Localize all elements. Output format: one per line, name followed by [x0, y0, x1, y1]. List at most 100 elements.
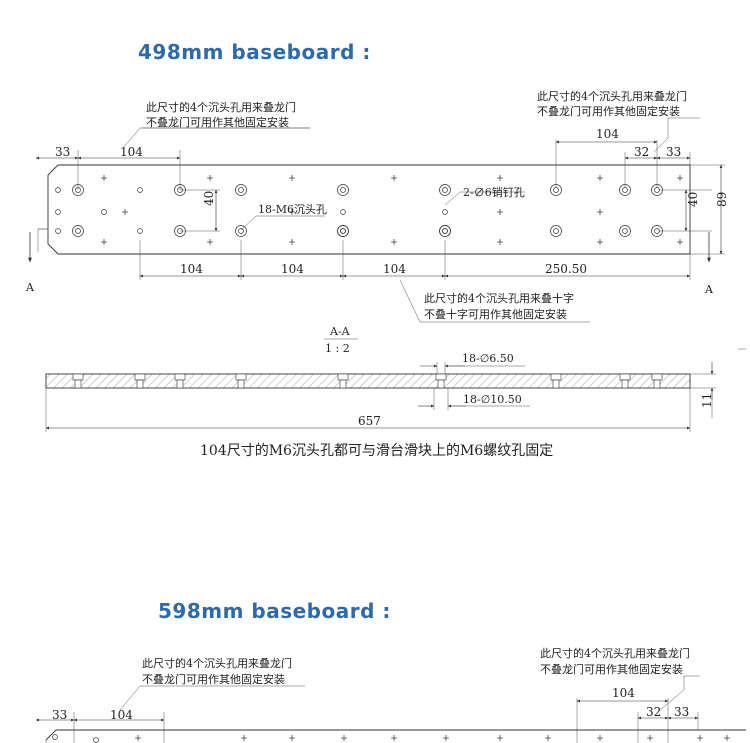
dim-104-bottom-2: 104 — [281, 262, 304, 276]
small-hole — [137, 228, 143, 234]
section-counterbore — [651, 373, 663, 381]
plan-view-498: 33 104 40 104 104 104 250.50 104 32 — [25, 89, 729, 323]
dim-104-top-right: 104 — [596, 127, 619, 141]
note-m6-holes: 18-M6沉头孔 — [258, 203, 327, 216]
small-hole — [55, 209, 61, 215]
counterbore-hole — [235, 225, 247, 237]
counterbore-hole-inner — [654, 187, 660, 193]
cross-mark — [443, 735, 449, 741]
counterbore-hole-inner — [553, 187, 559, 193]
cross-mark — [207, 239, 213, 245]
section-holes — [72, 373, 663, 389]
section-plate — [45, 373, 691, 389]
counterbore-hole-inner — [622, 187, 628, 193]
hole-large-label: 18-∅10.50 — [463, 393, 522, 406]
cross-marks-2 — [52, 734, 730, 743]
section-marker-right: A — [704, 283, 714, 296]
dim-104-bottom-3: 104 — [383, 262, 406, 276]
plate2-outline — [45, 729, 746, 741]
counterbore-hole-inner — [238, 228, 244, 234]
counterbore-hole-inner — [75, 228, 81, 234]
dim2-33-left: 33 — [52, 708, 67, 722]
section-name: A-A — [329, 325, 351, 338]
cross-mark — [207, 175, 213, 181]
counterbore-hole — [337, 225, 349, 237]
section-counterbore — [337, 373, 349, 381]
cross-mark — [289, 209, 295, 215]
cross-mark — [289, 175, 295, 181]
section-through-hole — [176, 379, 184, 389]
note-right-line2: 不叠龙门可用作其他固定安装 — [537, 104, 680, 118]
small-hole — [442, 209, 448, 215]
section-through-hole — [237, 379, 245, 389]
cross-mark — [391, 735, 397, 741]
cross-mark — [545, 735, 551, 741]
counterbore-hole-inner — [622, 228, 628, 234]
caption: 104尺寸的M6沉头孔都可与滑台滑块上的M6螺纹孔固定 — [200, 442, 553, 459]
counterbore-hole-inner — [238, 187, 244, 193]
note2-left-line1: 此尺寸的4个沉头孔用来叠龙门 — [142, 656, 292, 670]
small-hole — [52, 734, 58, 740]
counterbore-hole — [439, 225, 451, 237]
dim-33-left: 33 — [55, 145, 70, 159]
counterbore-hole — [235, 184, 247, 196]
counterbore-hole-inner — [442, 228, 448, 234]
cross-mark — [497, 209, 503, 215]
section-counterbore — [550, 373, 562, 381]
section-counterbore — [72, 373, 84, 381]
dim-40-right: 40 — [686, 192, 700, 207]
cross-mark — [497, 735, 503, 741]
section-through-hole — [552, 379, 560, 389]
section-through-hole — [136, 379, 144, 389]
dim-104-top-left: 104 — [120, 145, 143, 159]
small-hole — [93, 737, 99, 743]
note2-right-line2: 不叠龙门可用作其他固定安装 — [540, 662, 683, 676]
dim-250-50: 250.50 — [545, 262, 587, 276]
cross-mark — [597, 175, 603, 181]
counterbore-hole — [439, 184, 451, 196]
section-marker-left: A — [25, 281, 35, 294]
cross-mark — [597, 209, 603, 215]
small-hole — [137, 187, 143, 193]
dim2-32: 32 — [646, 705, 661, 719]
counterbore-hole — [619, 225, 631, 237]
counterbore-hole-inner — [553, 228, 559, 234]
cross-mark — [101, 239, 107, 245]
cross-mark — [101, 175, 107, 181]
note-left-line2: 不叠龙门可用作其他固定安装 — [146, 115, 289, 129]
dim2-104-left: 104 — [110, 708, 133, 722]
heading-498mm-baseboard: 498mm baseboard : — [138, 40, 371, 64]
section-counterbore — [134, 373, 146, 381]
small-holes — [55, 187, 448, 234]
note2-right-line1: 此尺寸的4个沉头孔用来叠龙门 — [540, 646, 690, 660]
plate-outline — [47, 164, 691, 255]
cross-marks — [101, 175, 683, 245]
cross-mark — [289, 735, 295, 741]
small-hole — [101, 209, 107, 215]
cross-mark — [647, 735, 653, 741]
dim-104-bottom-1: 104 — [180, 262, 203, 276]
section-scale: 1 : 2 — [325, 342, 350, 355]
section-through-hole — [621, 379, 629, 389]
small-hole — [340, 209, 346, 215]
cross-mark — [597, 735, 603, 741]
dim-11: 11 — [700, 393, 714, 408]
counterbore-hole — [550, 225, 562, 237]
dim-32: 32 — [634, 145, 649, 159]
heading-598mm-baseboard: 598mm baseboard : — [158, 599, 391, 623]
counterbore-hole-inner — [340, 228, 346, 234]
counterbore-hole-inner — [654, 228, 660, 234]
dim-89: 89 — [715, 192, 729, 207]
plan-view-598: 此尺寸的4个沉头孔用来叠龙门 不叠龙门可用作其他固定安装 此尺寸的4个沉头孔用来… — [35, 646, 746, 743]
note-bottom-line1: 此尺寸的4个沉头孔用来叠十字 — [424, 291, 574, 305]
cross-mark — [122, 209, 128, 215]
cross-mark — [497, 239, 503, 245]
dim2-104-right: 104 — [612, 686, 635, 700]
note2-left-line2: 不叠龙门可用作其他固定安装 — [142, 672, 285, 686]
small-hole — [55, 187, 61, 193]
section-counterbore — [435, 373, 447, 381]
section-through-hole — [653, 379, 661, 389]
counterbore-holes — [72, 184, 663, 237]
section-counterbore — [235, 373, 247, 381]
